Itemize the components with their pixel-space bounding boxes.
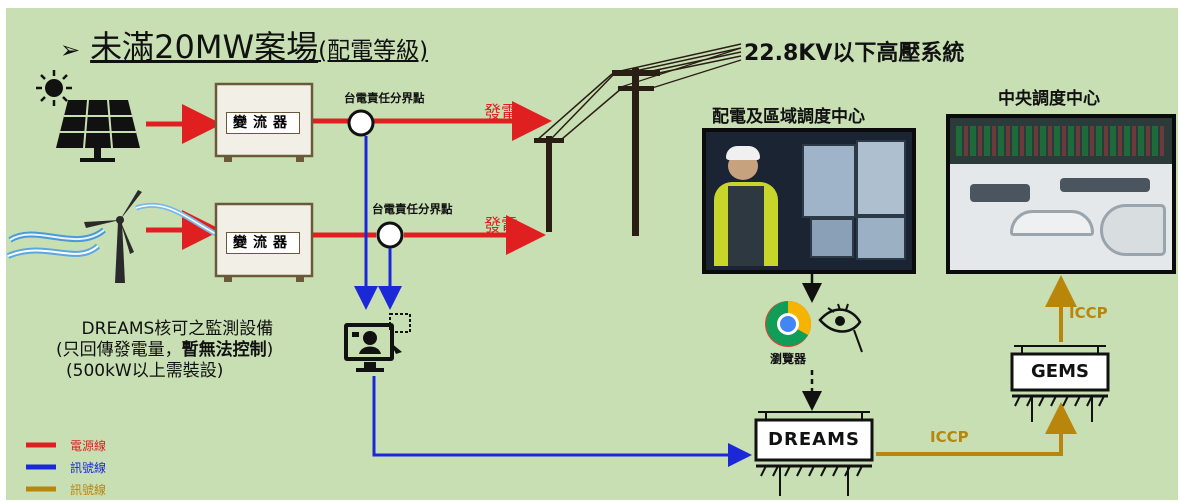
generation-label-1: 發電 [484, 103, 518, 123]
monitor-icon [344, 313, 411, 372]
central-center-label: 中央調度中心 [998, 89, 1100, 109]
boundary-label-1: 台電責任分界點 [344, 91, 425, 105]
boundary-label-2: 台電責任分界點 [372, 202, 453, 216]
eye-icon [818, 303, 863, 353]
dreams-box-label: DREAMS [768, 429, 860, 450]
iccp-label-1: ICCP [930, 428, 969, 446]
boundary-point-1 [347, 109, 375, 137]
inverter-wind-label: 變流器 [226, 232, 300, 254]
dreams-note-line2: (只回傳發電量，暫無法控制) [56, 340, 274, 360]
gems-box [1010, 345, 1110, 422]
signal-line-dreams [372, 376, 752, 467]
iccp-label-2: ICCP [1069, 304, 1108, 322]
wind-turbine-icon [84, 190, 142, 283]
power-pole-icon [534, 43, 742, 236]
grid-label: 22.8KV以下高壓系統 [744, 41, 965, 66]
legend-signal-gold-label: 訊號線 [70, 483, 107, 497]
iccp-line-dreams-gems [876, 402, 1077, 456]
central-center-photo [946, 114, 1176, 274]
dreams-device-note: DREAMS核可之監測設備 (只回傳發電量，暫無法控制) (500kW以上需裝設… [56, 319, 274, 382]
dispatch-center-label: 配電及區域調度中心 [712, 107, 865, 127]
dreams-box [754, 411, 874, 496]
chrome-icon [765, 301, 811, 347]
browser-label: 瀏覽器 [770, 352, 807, 366]
dreams-note-line3: (500kW以上需裝設) [66, 361, 224, 381]
wind-icon [6, 202, 218, 259]
generation-label-2: 發電 [484, 216, 518, 236]
legend-power-label: 電源線 [70, 439, 107, 453]
title-bullet: ➢ [60, 36, 81, 64]
page-title: ➢ 未滿20MW案場(配電等級) [60, 22, 428, 68]
inverter-solar-label: 變流器 [226, 112, 300, 134]
slide: ➢ 未滿20MW案場(配電等級) 22.8KV以下高壓系統 變流器 變流器 台電責… [6, 8, 1178, 500]
gems-box-label: GEMS [1031, 361, 1089, 382]
boundary-point-2 [376, 221, 404, 249]
solar-panel-icon [56, 99, 140, 162]
diagram-lines [6, 43, 1110, 496]
dispatch-center-photo [702, 128, 916, 274]
sun-icon [36, 70, 72, 106]
legend-signal-blue-label: 訊號線 [70, 461, 107, 475]
dreams-note-line1: DREAMS核可之監測設備 [81, 319, 274, 339]
title-main: 未滿20MW案場 [90, 28, 319, 66]
title-sub: (配電等級) [318, 38, 429, 64]
dreams-note-emphasis: 暫無法控制 [181, 340, 267, 360]
